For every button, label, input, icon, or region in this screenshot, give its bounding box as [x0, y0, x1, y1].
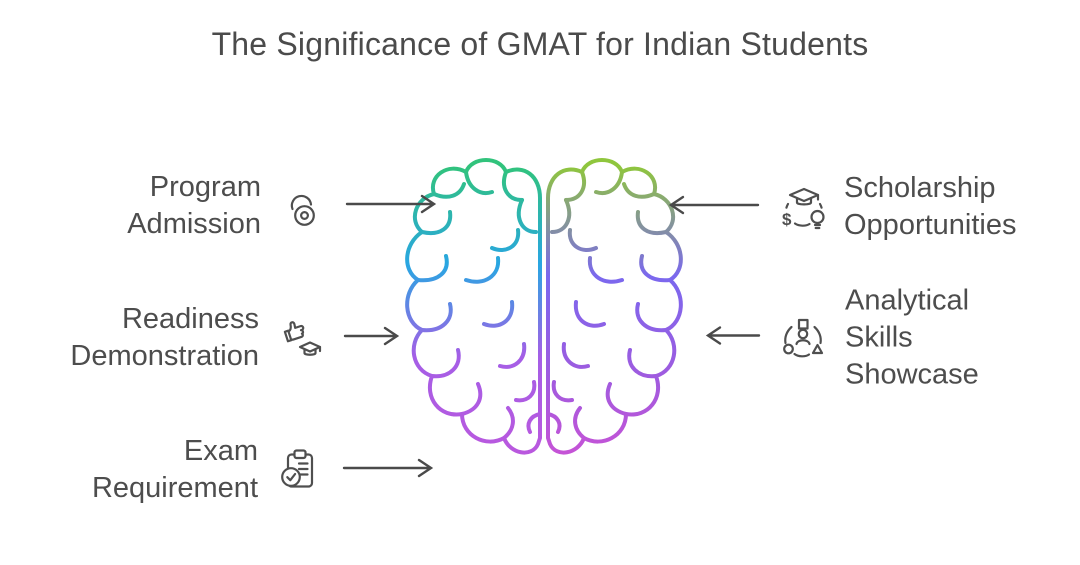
item-label: Analytical Skills Showcase	[845, 284, 979, 391]
arrow-left-icon	[703, 324, 761, 353]
item-label: Scholarship Opportunities	[844, 172, 1017, 241]
item-label: Readiness Demonstration	[70, 303, 259, 372]
item-readiness-demonstration: Readiness Demonstration	[70, 301, 400, 375]
clipboard-check-icon	[271, 447, 329, 493]
item-label: Exam Requirement	[91, 435, 258, 504]
analytical-skills-icon	[774, 316, 832, 360]
brain-svg	[405, 158, 683, 455]
thumbs-up-graduation-icon	[272, 317, 330, 359]
item-program-admission: Program Admission	[127, 169, 437, 243]
scholarship-icon: $	[773, 184, 831, 230]
item-scholarship-opportunities: $ Scholarship Opportunities	[668, 170, 1017, 244]
arrow-right-icon	[345, 192, 437, 221]
arrow-right-icon	[342, 456, 434, 485]
brain-illustration	[394, 146, 694, 516]
arrow-left-icon	[668, 193, 760, 222]
svg-text:$: $	[782, 210, 792, 229]
brain-right-hemisphere	[546, 158, 683, 455]
item-analytical-skills-showcase: Analytical Skills Showcase	[703, 283, 979, 394]
open-padlock-icon	[274, 185, 332, 227]
page-title: The Significance of GMAT for Indian Stud…	[211, 26, 869, 62]
item-label: Program Admission	[127, 171, 261, 240]
arrow-right-icon	[343, 324, 400, 353]
item-exam-requirement: Exam Requirement	[92, 433, 434, 507]
